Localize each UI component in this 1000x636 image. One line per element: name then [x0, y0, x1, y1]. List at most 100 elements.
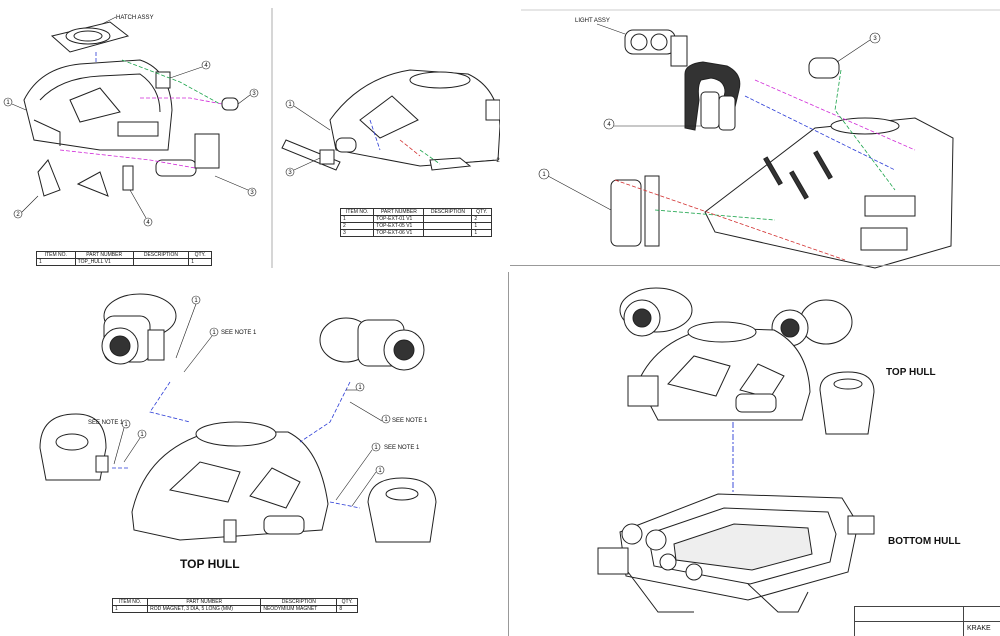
light-assy-drawing: LIGHT ASSY [521, 9, 1000, 269]
balloon-1: 1 [140, 432, 144, 438]
balloon-1: 1 [378, 468, 382, 474]
pod-right [367, 477, 437, 543]
stack-part [122, 165, 134, 191]
balloon-1: 1 [194, 298, 198, 304]
bom-cell: TOP-EXT-05 V1 [373, 222, 425, 230]
bom-cell: 1 [339, 215, 375, 223]
vent-part [155, 71, 171, 89]
bom-cell [423, 215, 473, 223]
bom-cell: TOP_HULL V1 [74, 258, 134, 266]
bom-row: 1 ROD MAGNET, 3 DIA, 5 LONG (MM) NEODYMI… [111, 605, 358, 613]
bom-header-qty: QTY. [336, 598, 358, 606]
bom-row: 2 TOP-EXT-05 V1 1 [339, 222, 492, 230]
balloon-1: 1 [212, 330, 216, 336]
balloon-2-mid: 2 [496, 158, 500, 164]
balloon-1: 1 [6, 100, 10, 106]
balloon-1: 1 [374, 445, 378, 451]
top-hull-dome [23, 59, 173, 151]
bom-cell: 2 [339, 222, 375, 230]
bom-header-part: PART NUMBER [373, 208, 425, 216]
bom-table-extras: ITEM NO. PART NUMBER DESCRIPTION QTY. 1 … [339, 208, 492, 237]
hatch-assy-drawing: HATCH ASSY 1 [3, 8, 500, 268]
sheet-divider [510, 265, 1000, 266]
hatch-assy-callout: HATCH ASSY [116, 15, 154, 21]
fin-part-2 [76, 171, 109, 197]
top-hull-assembly [619, 287, 875, 435]
see-note-label: SEE NOTE 1 [221, 330, 257, 336]
balloon-4b: 4 [146, 220, 150, 226]
light-cylinder [808, 57, 840, 79]
hull-assembly-drawing: TOP HULL BOTTOM HULL [597, 287, 961, 613]
bom-header-part: PART NUMBER [147, 598, 262, 606]
bom-cell: 3 [339, 229, 375, 237]
bom-cell: 1 [471, 222, 492, 230]
bom-header-item: ITEM NO. [111, 598, 149, 606]
fin-part [37, 159, 61, 197]
balloon-labels: 1 2 3 3 4 4 [6, 63, 256, 226]
bom-cell [132, 258, 190, 266]
bom-header-item: ITEM NO. [36, 251, 76, 259]
bom-header-desc: DESCRIPTION [260, 598, 338, 606]
bom-header-item: ITEM NO. [339, 208, 375, 216]
bom-table-magnets: ITEM NO. PART NUMBER DESCRIPTION QTY. 1 … [111, 598, 358, 613]
balloon-3-mid: 3 [288, 170, 292, 176]
see-note-label: SEE NOTE 1 [392, 418, 428, 424]
bom-cell: 1 [188, 258, 212, 266]
see-note-label: SEE NOTE 1 [384, 445, 420, 451]
balloon-3-light: 3 [873, 36, 877, 42]
bom-cell [423, 229, 473, 237]
bom-header-qty: QTY. [188, 251, 212, 259]
bom-cell: 1 [471, 229, 492, 237]
bom-header-desc: DESCRIPTION [132, 251, 190, 259]
thruster-left [101, 293, 177, 365]
balloon-4: 4 [204, 63, 208, 69]
bom-row: 1 TOP_HULL V1 1 [36, 258, 212, 266]
magnet-drawing: 1 1 1 1 1 1 1 1 SEE NOTE 1 SEE NOTE 1 SE… [39, 293, 437, 571]
balloon-3: 3 [252, 91, 256, 97]
top-hull-side-view [281, 69, 500, 171]
balloon-1: 1 [358, 385, 362, 391]
title-block-name: KRAKE [967, 625, 991, 632]
sheet-border [508, 272, 509, 636]
drawing-sheet-light-assy: LIGHT ASSY [515, 0, 1000, 272]
bom-header-desc: DESCRIPTION [423, 208, 473, 216]
top-hull-light-view [704, 117, 954, 269]
bom-cell: ROD MAGNET, 3 DIA, 5 LONG (MM) [147, 605, 262, 613]
balloon-4-light: 4 [607, 122, 611, 128]
bom-row: 3 TOP-EXT-06 V1 1 [339, 229, 492, 237]
bom-cell: 2 [471, 215, 492, 223]
pod-left [39, 413, 109, 481]
top-hull-magnet-view [131, 421, 329, 543]
title-block: KRAKE [854, 606, 1000, 636]
drawing-sheet-magnets: 1 1 1 1 1 1 1 1 SEE NOTE 1 SEE NOTE 1 SE… [0, 272, 500, 636]
exploded-parts [37, 71, 239, 197]
hatch-plate [50, 21, 130, 53]
drawing-sheet-hatch-assy: HATCH ASSY 1 [0, 0, 500, 272]
top-hull-title: TOP HULL [180, 557, 240, 571]
bracket-part [194, 133, 220, 169]
bottom-hull-assembly [597, 493, 875, 613]
bom-cell: NEODYMIUM MAGNET [260, 605, 338, 613]
bom-table-top-hull: ITEM NO. PART NUMBER DESCRIPTION QTY. 1 … [36, 251, 212, 266]
bom-cell: TOP-EXT-06 V1 [373, 229, 425, 237]
bom-row: 1 TOP-EXT-01 V1 2 [339, 215, 492, 223]
bottom-hull-label: BOTTOM HULL [888, 536, 961, 547]
bom-cell: 1 [111, 605, 149, 613]
see-note-labels: SEE NOTE 1 SEE NOTE 1 SEE NOTE 1 SEE NOT… [88, 330, 428, 451]
balloon-3b: 3 [250, 190, 254, 196]
bom-cell: TOP-EXT-01 V1 [373, 215, 425, 223]
drawing-sheet-hull-assembly: TOP HULL BOTTOM HULL KRAKE [508, 272, 1000, 636]
balloon-1: 1 [384, 417, 388, 423]
balloon-1-light: 1 [542, 172, 546, 178]
bom-header-qty: QTY. [471, 208, 492, 216]
middle-balloon-labels: 1 2 3 [288, 102, 500, 176]
top-hull-label: TOP HULL [886, 367, 936, 378]
side-cylinder [610, 175, 660, 247]
balloon-1-mid: 1 [288, 102, 292, 108]
balloon-2: 2 [16, 212, 20, 218]
bom-header-part: PART NUMBER [74, 251, 134, 259]
light-assy-callout: LIGHT ASSY [575, 18, 610, 24]
bom-cell: 1 [36, 258, 76, 266]
balloon-1: 1 [124, 422, 128, 428]
light-pod-assy [624, 29, 688, 67]
